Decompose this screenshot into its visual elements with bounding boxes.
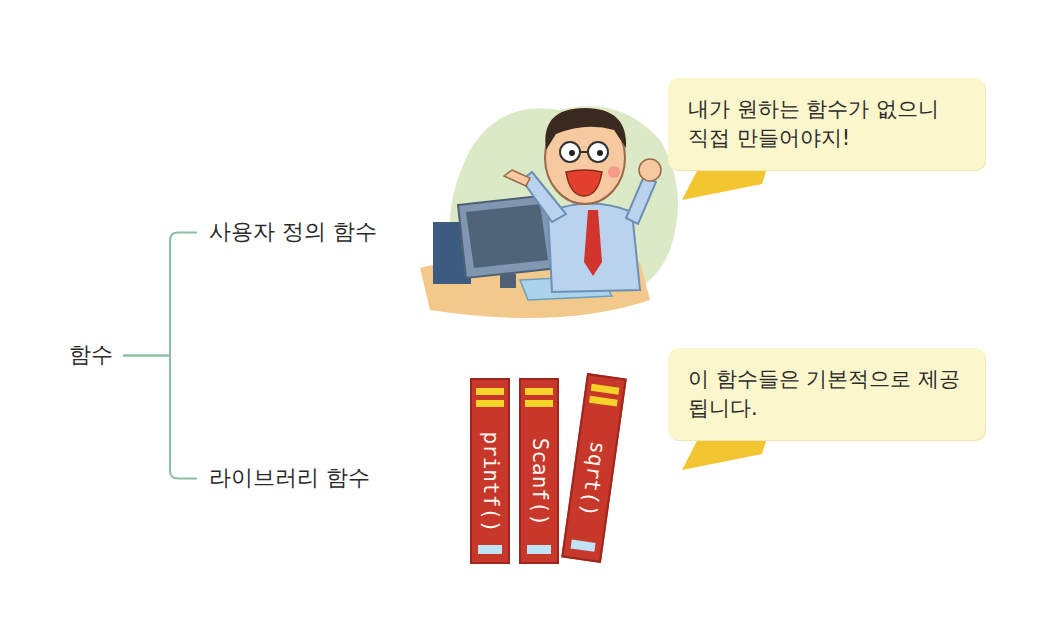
tree-label: 함수 xyxy=(65,338,117,373)
book-label xyxy=(571,540,596,552)
tree-label: 사용자 정의 함수 xyxy=(205,215,381,250)
book: printf() xyxy=(470,378,510,564)
node-label: 라이브러리 함수 xyxy=(209,463,370,494)
book: Scanf() xyxy=(519,378,559,564)
man-cheek xyxy=(608,166,620,178)
man-tie xyxy=(584,210,602,276)
book-band xyxy=(589,396,618,407)
tree-label: 라이브러리 함수 xyxy=(205,461,374,496)
bubble-tail xyxy=(682,165,768,200)
book-band xyxy=(476,388,504,395)
speech-bubble: 내가 원하는 함수가 없으니 직접 만들어야지! xyxy=(668,78,985,170)
man-hand-left xyxy=(504,170,530,186)
man-hair xyxy=(545,108,626,150)
bubble-text: 이 함수들은 기본적으로 제공됩니다. xyxy=(688,365,965,424)
book-title: printf() xyxy=(475,431,504,532)
man-eye xyxy=(597,150,603,156)
tree-connector xyxy=(123,232,197,355)
man-glasses xyxy=(580,151,588,153)
background-blob xyxy=(450,106,678,300)
tree-connector xyxy=(123,355,197,478)
man-arm-right xyxy=(626,176,656,224)
node-label: 사용자 정의 함수 xyxy=(209,217,377,248)
monitor-stand xyxy=(500,274,516,288)
man-glasses xyxy=(560,142,580,162)
man-fist-right xyxy=(639,159,661,181)
speech-bubble: 이 함수들은 기본적으로 제공됩니다. xyxy=(668,348,985,440)
man-mouth xyxy=(566,170,602,196)
book-label xyxy=(478,545,502,554)
bubble-text: 내가 원하는 함수가 없으니 직접 만들어야지! xyxy=(688,95,965,154)
book-band xyxy=(525,400,553,407)
book-band xyxy=(525,388,553,395)
book: sqrt() xyxy=(561,373,626,563)
book-band xyxy=(591,384,620,395)
bubble-tail xyxy=(682,435,768,470)
monitor-screen xyxy=(466,204,548,268)
book-title: Scanf() xyxy=(524,438,553,527)
man-eye xyxy=(569,150,575,156)
node-label: 함수 xyxy=(69,340,113,371)
man-glasses xyxy=(588,142,608,162)
book-title: sqrt() xyxy=(573,439,613,518)
book-band xyxy=(476,400,504,407)
book-label xyxy=(527,545,551,554)
